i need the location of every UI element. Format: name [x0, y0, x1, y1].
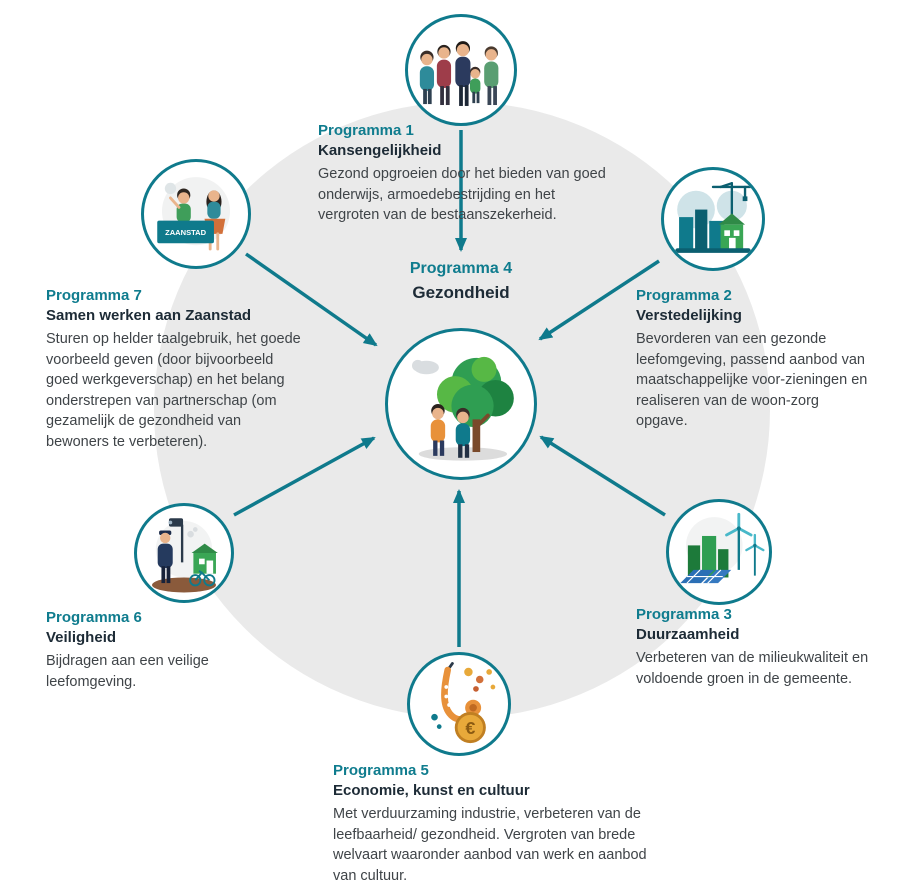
program6-circle: [134, 503, 234, 603]
program6-title: Veiligheid: [46, 629, 117, 646]
program7-text-block: Programma 7 Samen werken aan Zaanstad St…: [46, 287, 301, 452]
family-group-icon: [419, 41, 499, 106]
counter-sign-text: ZAANSTAD: [165, 228, 206, 237]
program3-circle: [666, 499, 772, 605]
program1-label: Programma 1: [318, 122, 414, 139]
program2-label: Programma 2: [636, 287, 732, 304]
program7-circle: ZAANSTAD: [141, 159, 251, 269]
program1-description: Gezond opgroeien door het bieden van goe…: [318, 166, 606, 224]
program7-label: Programma 7: [46, 287, 142, 304]
program2-circle: [661, 167, 765, 271]
program2-description: Bevorderen van een gezonde leefomgeving,…: [636, 331, 868, 430]
saxophone-euro-coin-icon: €: [431, 662, 496, 744]
service-counter-icon: ZAANSTAD: [157, 177, 231, 251]
windmills-solar-icon: [680, 512, 765, 584]
city-construction-crane-icon: [675, 182, 754, 253]
program1-title: Kansengelijkheid: [318, 142, 442, 159]
center-program-title: Gezondheid: [412, 283, 510, 302]
program6-text-block: Programma 6 Veiligheid Bijdragen aan een…: [46, 609, 266, 692]
euro-symbol: €: [465, 718, 475, 738]
center-program-label: Programma 4: [409, 260, 513, 277]
police-security-camera-icon: [152, 518, 218, 593]
program5-description: Met verduurzaming industrie, verbeteren …: [333, 806, 647, 884]
program6-description: Bijdragen aan een veilige leefomgeving.: [46, 653, 209, 690]
program5-label: Programma 5: [333, 762, 429, 779]
program7-description: Sturen op helder taalgebruik, het goede …: [46, 331, 301, 450]
program3-description: Verbeteren van de milieukwaliteit en vol…: [636, 650, 869, 687]
program1-text-block: Programma 1 Kansengelijkheid Gezond opgr…: [318, 122, 618, 226]
program4-center-circle: [385, 328, 537, 480]
program5-text-block: Programma 5 Economie, kunst en cultuur M…: [333, 762, 648, 886]
health-tree-walkers-icon: [412, 356, 514, 461]
program1-circle: [405, 14, 517, 126]
program3-text-block: Programma 3 Duurzaamheid Verbeteren van …: [636, 606, 886, 689]
program5-circle: €: [407, 652, 511, 756]
program7-title: Samen werken aan Zaanstad: [46, 307, 252, 324]
program3-label: Programma 3: [636, 606, 732, 623]
program3-title: Duurzaamheid: [636, 626, 740, 643]
program5-title: Economie, kunst en cultuur: [333, 782, 530, 799]
program2-text-block: Programma 2 Verstedelijking Bevorderen v…: [636, 287, 871, 432]
program2-title: Verstedelijking: [636, 307, 742, 324]
program6-label: Programma 6: [46, 609, 142, 626]
